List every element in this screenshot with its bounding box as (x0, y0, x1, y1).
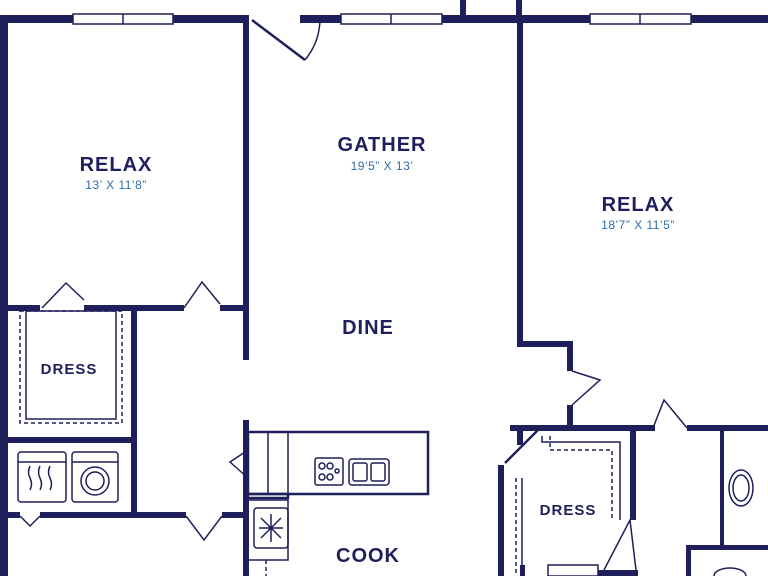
interior-walls (0, 15, 768, 576)
relax-right-label: RELAX (602, 194, 675, 216)
dress-right-label: DRESS (540, 502, 597, 519)
relax-right-dims: 18’7” X 11’5” (601, 218, 675, 232)
dine-label: DINE (342, 317, 394, 339)
windows (72, 13, 692, 25)
toilet-icon (713, 567, 747, 576)
cook-label: COOK (336, 545, 400, 567)
dryer-icon (17, 451, 67, 503)
dress-left-label: DRESS (41, 361, 98, 378)
gather-dims: 19’5” X 13’ (351, 159, 414, 173)
gather-label: GATHER (338, 134, 427, 156)
washer-icon (71, 451, 119, 503)
entry-door (251, 19, 321, 61)
sink-icon (348, 458, 390, 486)
relax-left-dims: 13’ X 11’8” (85, 178, 147, 192)
closet-details (19, 310, 621, 576)
relax-left-label: RELAX (80, 154, 153, 176)
refrigerator-icon (253, 507, 289, 549)
stove-icon (314, 457, 344, 486)
bathtub-icon (728, 469, 754, 507)
